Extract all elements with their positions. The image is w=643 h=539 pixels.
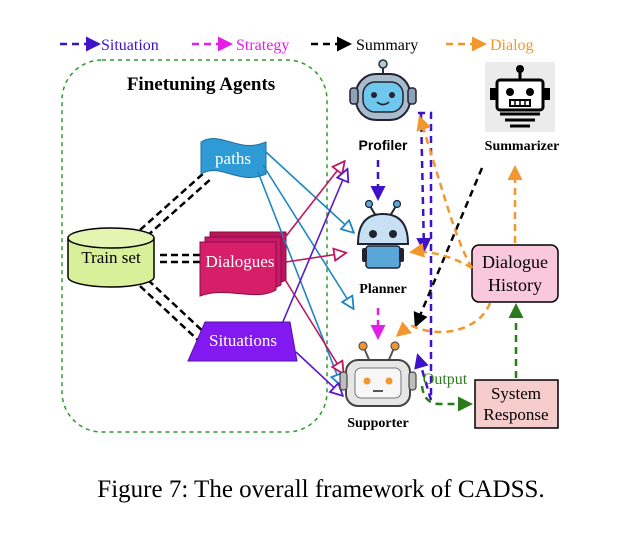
dialogues-label: Dialogues [206,252,275,271]
dialogue-history-line2: History [488,275,542,295]
legend-strategy-label: Strategy [236,37,289,54]
dialogues-data: Dialogues [199,231,287,297]
legend-dialog: Dialog [446,36,534,54]
profiler-label: Profiler [358,137,408,153]
dialogue-history-line1: Dialogue [482,252,548,272]
trainset-links [139,171,213,343]
system-response-box: System Response [474,379,559,429]
supporter-label: Supporter [347,416,408,431]
planner-robot-icon: Planner [356,199,410,297]
planner-label: Planner [359,282,406,297]
figure-caption: Figure 7: The overall framework of CADSS… [97,476,544,503]
legend-strategy: Strategy [192,36,289,54]
finetuning-agents-box [61,59,328,433]
flow-arrows [370,111,524,412]
output-label: Output [423,371,468,388]
legend: Situation Strategy Summary Dialog [60,36,534,54]
legend-summary-label: Summary [356,37,418,54]
train-set-cylinder: Train set [67,227,155,288]
situations-data: Situations [187,321,298,362]
system-response-line1: System [491,384,541,403]
system-response-line2: Response [483,405,548,424]
summarizer-label: Summarizer [485,139,560,154]
summarizer-robot-icon: Summarizer [485,62,560,154]
legend-summary: Summary [311,36,418,54]
paths-label: paths [215,149,251,168]
finetuning-agents-title: Finetuning Agents [127,74,275,95]
train-set-label: Train set [81,248,141,267]
dialogue-history-box: Dialogue History [471,244,559,303]
legend-situation: Situation [60,36,159,54]
paths-data: paths [200,138,267,178]
training-arrows [257,151,353,395]
supporter-robot-icon: Supporter [339,341,417,431]
profiler-robot-icon: Profiler [349,59,417,153]
situations-label: Situations [209,331,277,350]
legend-situation-label: Situation [101,37,159,54]
legend-dialog-label: Dialog [490,37,534,54]
